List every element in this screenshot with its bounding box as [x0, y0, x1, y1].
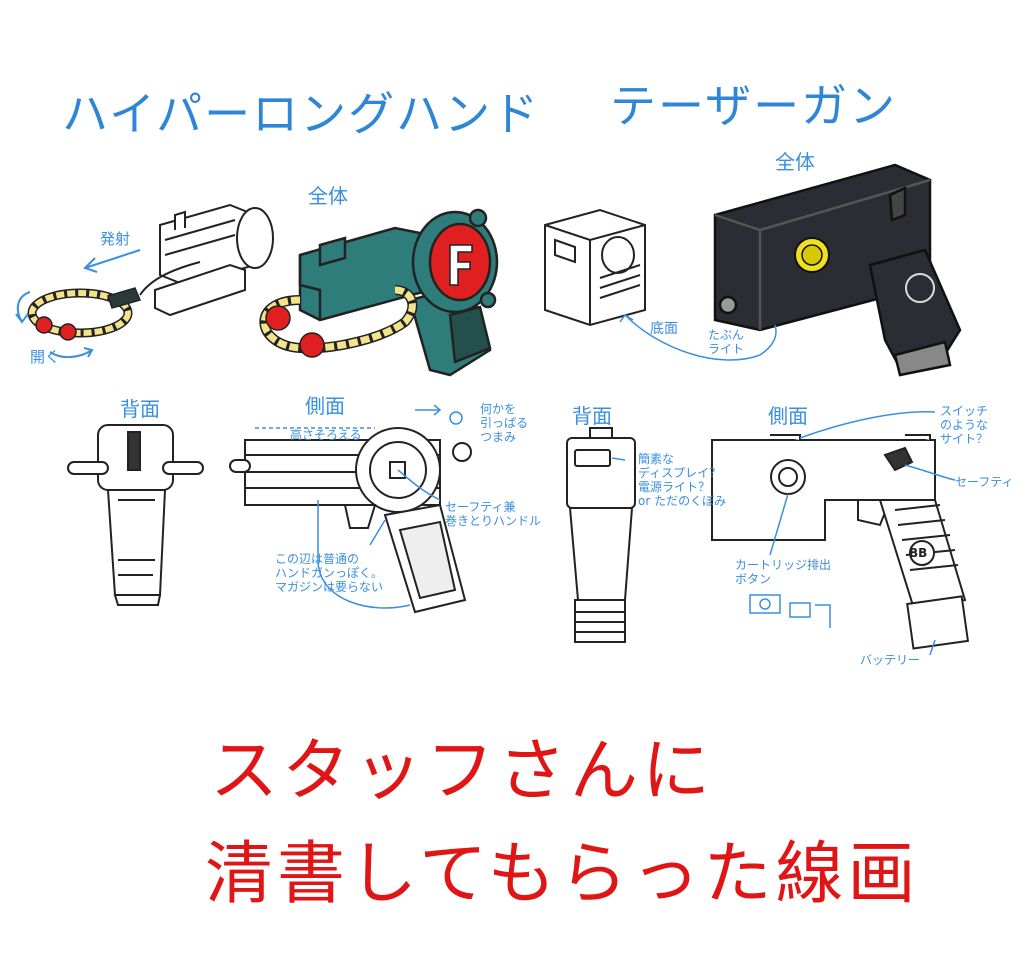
left-fire-label: 発射 — [100, 230, 131, 248]
right-bottom-view — [544, 208, 646, 327]
right-side-view — [711, 434, 970, 650]
left-annotation-arrows — [15, 249, 141, 358]
left-side-view — [229, 427, 472, 614]
right-side-label: 側面 — [768, 404, 808, 428]
right-back-view — [566, 427, 636, 643]
right-safety-label: セーフティ — [955, 475, 1014, 489]
title-hyper-long-hand: ハイパーロングハンド — [62, 87, 541, 141]
left-open-label: 開く — [30, 348, 61, 366]
left-pull-knob-note: 何かを 引っぱる つまみ — [480, 402, 529, 444]
left-overall-ring — [259, 285, 418, 358]
left-back-label: 背面 — [120, 397, 160, 421]
caption-line-1: スタッフさんに — [210, 732, 715, 811]
right-overall-arrows — [619, 313, 777, 361]
right-cartridge-button-note: カートリッジ排出 ボタン — [735, 558, 832, 586]
left-handgun-note: この辺は普通の ハンドガンっぽく。 マガジンは要らない — [275, 552, 384, 594]
right-bb-logo: BB — [909, 546, 928, 560]
left-side-label: 側面 — [305, 394, 345, 418]
left-exploded-ring — [27, 287, 142, 341]
left-back-view — [67, 424, 204, 606]
right-battery-label: バッテリー — [860, 653, 921, 667]
right-display-note: 簡素な ディスプレイ？ 電源ライト？ or ただのくぼみ — [638, 452, 727, 508]
caption-line-2: 清書してもらった線画 — [205, 835, 920, 914]
right-back-label: 背面 — [572, 404, 612, 428]
left-height-align-note: 高さそろえる — [290, 428, 362, 442]
left-exploded-view — [139, 203, 274, 317]
left-side-annotations — [255, 404, 463, 609]
left-overall-gun — [298, 208, 499, 377]
right-bottom-label: 底面 — [650, 321, 678, 337]
right-maybe-light-note: たぶん ライト — [708, 328, 745, 356]
left-safety-handle-note: セーフティ兼 巻きとりハンドル — [445, 500, 542, 528]
title-taser-gun: テーザーガン — [610, 79, 898, 133]
right-overall-taser — [713, 163, 962, 377]
right-switch-note: スイッチ のような サイト？ — [940, 404, 989, 446]
left-overall-label: 全体 — [308, 184, 348, 208]
right-side-annotations — [611, 410, 956, 656]
right-overall-label: 全体 — [775, 150, 815, 174]
